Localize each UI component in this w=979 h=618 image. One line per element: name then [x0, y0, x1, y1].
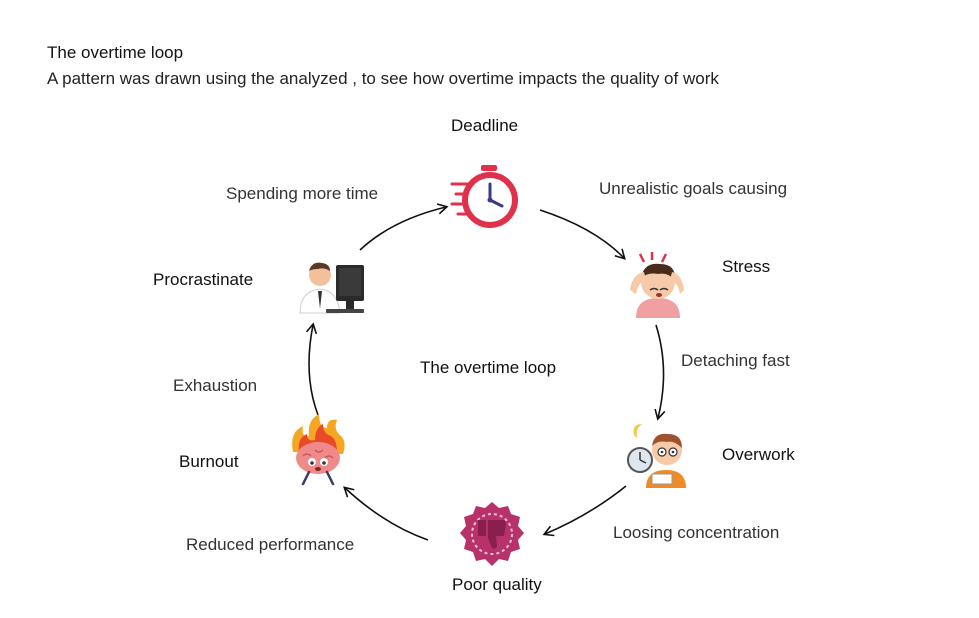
- arrow-burnout-to-procrastinate: [305, 322, 319, 416]
- thumbs-down-badge-icon: [456, 500, 528, 572]
- transition-exhaustion: Exhaustion: [173, 376, 258, 395]
- node-overwork: Overwork: [722, 445, 795, 464]
- burning-brain-icon: [285, 412, 351, 488]
- arrow-deadline-to-stress: [539, 209, 626, 260]
- office-worker-icon: [296, 255, 368, 315]
- stressed-person-icon: [622, 250, 692, 318]
- transition-unrealistic-goals: Unrealistic goals causing: [599, 179, 788, 198]
- node-stress: Stress: [722, 257, 771, 276]
- transition-loosing-concentration: Loosing concentration: [613, 523, 780, 542]
- node-burnout: Burnout: [179, 452, 239, 471]
- diagram-title: The overtime loop: [47, 43, 184, 62]
- transition-reduced-performance: Reduced performance: [186, 535, 355, 554]
- arrow-stress-to-overwork: [654, 324, 666, 421]
- arrow-poor-quality-to-burnout: [343, 486, 429, 541]
- arrow-procrastinate-to-deadline: [359, 203, 449, 251]
- diagram-subtitle: A pattern was drawn using the analyzed ,…: [47, 69, 719, 88]
- node-procrastinate: Procrastinate: [153, 270, 254, 289]
- node-poor-quality: Poor quality: [452, 575, 542, 594]
- tired-worker-icon: [622, 420, 692, 488]
- clock-icon: [450, 162, 530, 232]
- transition-spending-more-time: Spending more time: [226, 184, 379, 203]
- center-label: The overtime loop: [420, 358, 557, 377]
- transition-detaching-fast: Detaching fast: [681, 351, 790, 370]
- arrow-overwork-to-poor-quality: [542, 485, 627, 537]
- node-deadline: Deadline: [451, 116, 519, 135]
